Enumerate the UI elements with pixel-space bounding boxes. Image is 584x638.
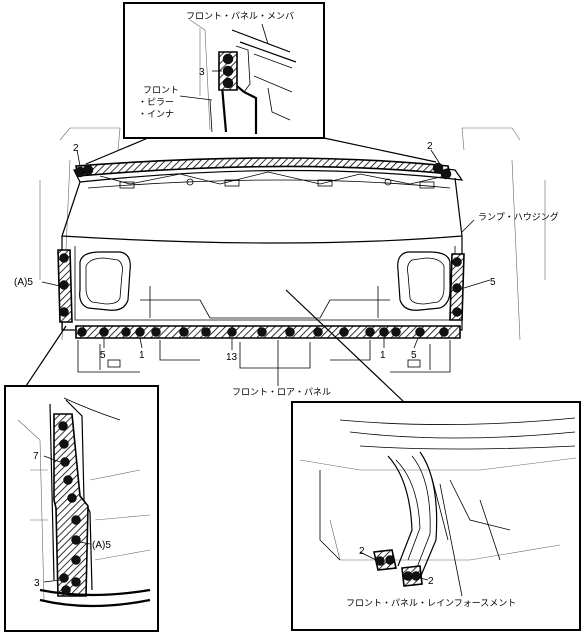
weld-spot [59, 573, 69, 583]
weld-spot [385, 555, 395, 565]
weld-spot [452, 257, 462, 267]
leader-lines-main [41, 149, 491, 386]
weld-spot [82, 164, 94, 176]
callout-left-top-2: 2 [73, 143, 79, 154]
weld-spot [58, 421, 68, 431]
weld-spot [452, 283, 462, 293]
weld-spot [151, 327, 161, 337]
callout-bottom-left-5: 5 [100, 350, 106, 361]
weld-spot [99, 327, 109, 337]
lower-structure [77, 340, 451, 373]
main-view [25, 127, 546, 403]
weld-spot [439, 327, 449, 337]
weld-spot [432, 162, 444, 174]
label-front-panel-reinforcement: フロント・パネル・レインフォースメント [346, 598, 516, 609]
callout-bottom-right-1: 1 [380, 350, 386, 361]
weld-spot [59, 439, 69, 449]
weld-spot [222, 77, 234, 89]
weld-spot [63, 475, 73, 485]
weld-spot [313, 327, 323, 337]
callout-bottom-left-1: 1 [139, 350, 145, 361]
weld-spot [365, 327, 375, 337]
callout-numbers: 3 2 2 (A)5 5 5 1 13 1 5 7 (A)5 3 2 2 [14, 67, 496, 589]
callout-left-side-a5: (A)5 [14, 277, 33, 288]
weld-spot [391, 327, 401, 337]
weld-spot [415, 327, 425, 337]
callout-right-top-2: 2 [427, 141, 433, 152]
weld-spot [379, 327, 389, 337]
weld-areas [57, 157, 465, 339]
weld-spot [67, 493, 77, 503]
weld-spot [222, 53, 234, 65]
weld-spot [339, 327, 349, 337]
callout-left-inset-a5: (A)5 [92, 540, 111, 551]
radiator-support-body [61, 236, 463, 331]
weld-spot [135, 327, 145, 337]
label-front-pillar-inner-3: ・インナ [138, 109, 174, 120]
callout-top-inset-3: 3 [199, 67, 205, 78]
label-lamp-housing: ランプ・ハウジング [478, 211, 559, 223]
callout-right-inset-2b: 2 [428, 576, 434, 587]
weld-spot [71, 577, 81, 587]
right-inset [291, 401, 581, 631]
left-inset [4, 385, 159, 632]
label-front-pillar-inner-2: ・ピラー [138, 97, 174, 108]
weld-spots-main [59, 162, 462, 337]
weld-spot [452, 307, 462, 317]
weld-spot [403, 571, 413, 581]
weld-spot [285, 327, 295, 337]
weld-spot [71, 515, 81, 525]
weld-spot [222, 65, 234, 77]
callout-right-inset-2a: 2 [359, 546, 365, 557]
weld-spot [375, 556, 385, 566]
weld-spot [227, 327, 237, 337]
weld-spot [60, 457, 70, 467]
weld-spot [201, 327, 211, 337]
weld-spot [71, 555, 81, 565]
weld-spot [257, 327, 267, 337]
callout-left-inset-3: 3 [34, 578, 40, 589]
hatch-bottom [75, 325, 461, 339]
callout-bottom-right-5: 5 [411, 350, 417, 361]
weld-spot [59, 280, 69, 290]
label-front-pillar-inner-1: フロント [143, 86, 179, 96]
weld-spot [77, 327, 87, 337]
weld-spot [59, 253, 69, 263]
left-inset-drawing [17, 397, 151, 608]
top-inset-drawing [179, 19, 297, 134]
weld-spot [71, 535, 81, 545]
top-inset [123, 2, 325, 139]
weld-spot [179, 327, 189, 337]
weld-spot [59, 307, 69, 317]
text-labels: フロント・パネル・メンバ フロント ・ピラー ・インナ ランプ・ハウジング フロ… [138, 11, 559, 609]
callout-right-side-5: 5 [490, 277, 496, 288]
callout-bottom-13: 13 [226, 352, 238, 363]
weld-spot [121, 327, 131, 337]
label-front-panel-member: フロント・パネル・メンバ [186, 11, 294, 22]
weld-spot [440, 168, 452, 180]
right-lamp-opening [397, 251, 451, 311]
weld-spot [61, 585, 71, 595]
callout-left-inset-7: 7 [33, 451, 39, 462]
right-inset-drawing [299, 417, 577, 597]
left-lamp-opening [79, 251, 131, 311]
label-front-lower-panel: フロント・ロア・パネル [232, 387, 331, 398]
weld-spot [411, 571, 421, 581]
inset-connectors [25, 137, 437, 403]
